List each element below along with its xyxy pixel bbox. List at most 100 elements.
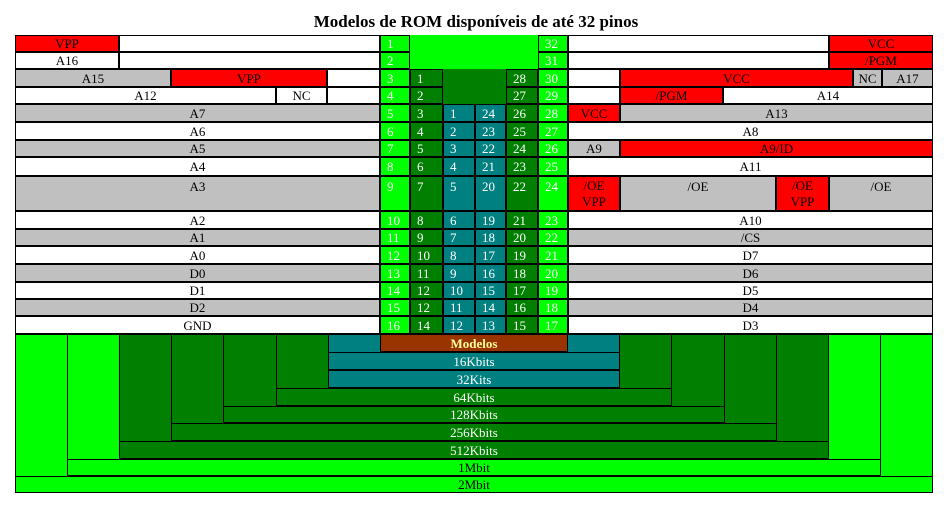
signal-right: D4 (568, 299, 933, 316)
model-128k: 128Kbits (223, 406, 725, 423)
signal-blank (119, 52, 380, 69)
signal-blank (568, 69, 620, 87)
pin28-left: 3 (410, 104, 443, 122)
pin32-right: 18 (538, 299, 568, 316)
pin24-left: 7 (443, 229, 475, 246)
pin32-left: 10 (380, 211, 410, 229)
signal-left: A7 (15, 104, 380, 122)
model-512k: 512Kbits (119, 441, 829, 459)
pin32-left: 7 (380, 140, 410, 157)
pin28-right: 17 (506, 282, 538, 299)
pin24-left: 9 (443, 264, 475, 282)
models-header: Modelos (380, 334, 568, 352)
signal-vcc: VCC (568, 104, 620, 122)
pin28-left: 5 (410, 140, 443, 157)
pin32-left: 9 (380, 176, 410, 211)
signal-a15: A15 (15, 69, 171, 87)
pin32-left: 12 (380, 246, 410, 264)
model-1mbit: 1Mbit (67, 459, 881, 476)
signal-right: D5 (568, 282, 933, 299)
pin24-left: 8 (443, 246, 475, 264)
signal-vpp: VPP (15, 35, 119, 52)
pin24-right: 22 (475, 140, 506, 157)
signal-blank (327, 69, 380, 87)
pin28-right: 25 (506, 122, 538, 140)
signal-right: D7 (568, 246, 933, 264)
signal-blank (568, 35, 829, 52)
pin28-right: 24 (506, 140, 538, 157)
signal-a11: A11 (568, 157, 933, 176)
pin28-right: 21 (506, 211, 538, 229)
signal-a9: A9 (568, 140, 620, 157)
pin32-left: 13 (380, 264, 410, 282)
signal-nc: NC (853, 69, 882, 87)
signal-blank (327, 87, 380, 104)
pin32-right: 21 (538, 246, 568, 264)
model-256k: 256Kbits (171, 423, 777, 441)
signal-blank (119, 35, 380, 52)
pin28-left: 9 (410, 229, 443, 246)
pin24-right: 13 (475, 316, 506, 334)
pin32-right: 27 (538, 122, 568, 140)
pin28-right: 22 (506, 176, 538, 211)
signal-a13: A13 (620, 104, 933, 122)
signal-oe: /OE (620, 176, 776, 211)
pin28-left: 2 (410, 87, 443, 104)
signal-a14: A14 (723, 87, 933, 104)
pin28-left: 12 (410, 299, 443, 316)
pin32-right: 24 (538, 176, 568, 211)
signal-blank (568, 87, 620, 104)
pin24-left: 1 (443, 104, 475, 122)
pin28-right: 27 (506, 87, 538, 104)
signal-left: A5 (15, 140, 380, 157)
signal-right: /CS (568, 229, 933, 246)
cell-line: VPP (790, 193, 815, 209)
pin32-left: 4 (380, 87, 410, 104)
pin32-left: 11 (380, 229, 410, 246)
pin28-right: 16 (506, 299, 538, 316)
signal-right: D6 (568, 264, 933, 282)
signal-left: A2 (15, 211, 380, 229)
pin32-right: 31 (538, 52, 568, 69)
signal-right: A10 (568, 211, 933, 229)
pin28-right: 18 (506, 264, 538, 282)
signal-left: D0 (15, 264, 380, 282)
pin28-left: 6 (410, 157, 443, 176)
pin24-right: 18 (475, 229, 506, 246)
signal-nc: NC (276, 87, 327, 104)
pin32-right: 23 (538, 211, 568, 229)
pin28-left: 8 (410, 211, 443, 229)
signal-right: D3 (568, 316, 933, 334)
pin32-left: 15 (380, 299, 410, 316)
pin28-left: 14 (410, 316, 443, 334)
pin28-left: 7 (410, 176, 443, 211)
pin24-left: 4 (443, 157, 475, 176)
pin28-left: 12 (410, 282, 443, 299)
pin28-left: 4 (410, 122, 443, 140)
signal-left: A1 (15, 229, 380, 246)
pin28-right: 23 (506, 157, 538, 176)
pin28-right: 19 (506, 246, 538, 264)
signal-vcc: VCC (620, 69, 853, 87)
signal-oe: /OE (829, 176, 933, 211)
signal-a8: A8 (568, 122, 933, 140)
pin24-left: 12 (443, 316, 475, 334)
pin24-left: 6 (443, 211, 475, 229)
pin28-right: 15 (506, 316, 538, 334)
pin32-right: 22 (538, 229, 568, 246)
pin32-right: 17 (538, 316, 568, 334)
pin32-right: 19 (538, 282, 568, 299)
cell-line: /OE (583, 177, 605, 193)
pin32-right: 32 (538, 35, 568, 52)
pin32-right: 28 (538, 104, 568, 122)
pin24-right: 20 (475, 176, 506, 211)
pin32-right: 20 (538, 264, 568, 282)
pin32-right: 29 (538, 87, 568, 104)
pin24-right: 17 (475, 246, 506, 264)
pin24-right: 16 (475, 264, 506, 282)
pin32-left: 14 (380, 282, 410, 299)
model-16k: 16Kbits (328, 352, 620, 370)
signal-left: D1 (15, 282, 380, 299)
